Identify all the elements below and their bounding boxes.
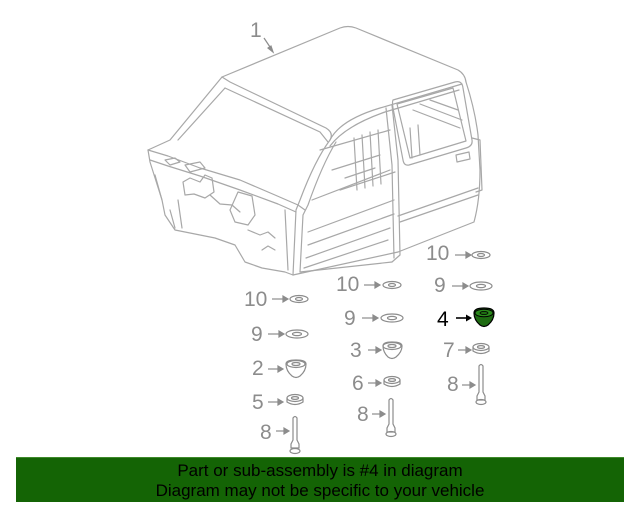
- callout-10-mid[interactable]: 10: [336, 273, 360, 296]
- body-mount-3-icon: [368, 341, 403, 360]
- callout-1-leader: [263, 37, 275, 54]
- bolt-8-left-icon: [276, 415, 301, 455]
- callout-10-left[interactable]: 10: [244, 288, 268, 311]
- callout-9-left[interactable]: 9: [251, 323, 263, 346]
- banner-line-part-number: Part or sub-assembly is #4 in diagram: [177, 461, 463, 480]
- cushion-6-icon: [368, 375, 401, 388]
- cushion-5-icon: [268, 393, 304, 407]
- cushion-7-icon: [458, 342, 490, 355]
- callout-8-mid[interactable]: 8: [357, 403, 369, 426]
- callout-9-mid[interactable]: 9: [344, 307, 356, 330]
- callout-1: 1: [250, 19, 262, 42]
- body-mount-2-icon: [268, 359, 307, 379]
- washer-10-mid-icon: [364, 280, 402, 290]
- callout-8-left[interactable]: 8: [260, 421, 272, 444]
- washer-9-left-icon: [268, 329, 309, 339]
- part-info-banner: Part or sub-assembly is #4 in diagram Di…: [16, 457, 624, 502]
- parts-group: [268, 250, 493, 455]
- bolt-8-right-icon: [462, 363, 487, 406]
- highlighted-part-4-icon[interactable]: [456, 307, 495, 328]
- callout-4-highlighted[interactable]: 4: [437, 308, 449, 331]
- callout-8-right[interactable]: 8: [447, 373, 459, 396]
- washer-10-right-icon: [455, 250, 491, 260]
- banner-line-disclaimer: Diagram may not be specific to your vehi…: [155, 481, 485, 500]
- callout-3[interactable]: 3: [350, 339, 362, 362]
- callout-7[interactable]: 7: [443, 339, 455, 362]
- washer-9-right-icon: [452, 281, 493, 291]
- washer-9-mid-icon: [362, 313, 404, 323]
- callout-10-right[interactable]: 10: [426, 242, 450, 265]
- callout-5[interactable]: 5: [252, 391, 264, 414]
- washer-10-left-icon: [272, 294, 309, 304]
- bolt-8-mid-icon: [372, 397, 397, 438]
- callout-6[interactable]: 6: [352, 372, 364, 395]
- cab-body-illustration: [147, 25, 483, 276]
- callout-2[interactable]: 2: [252, 357, 264, 380]
- callout-9-right[interactable]: 9: [434, 274, 446, 297]
